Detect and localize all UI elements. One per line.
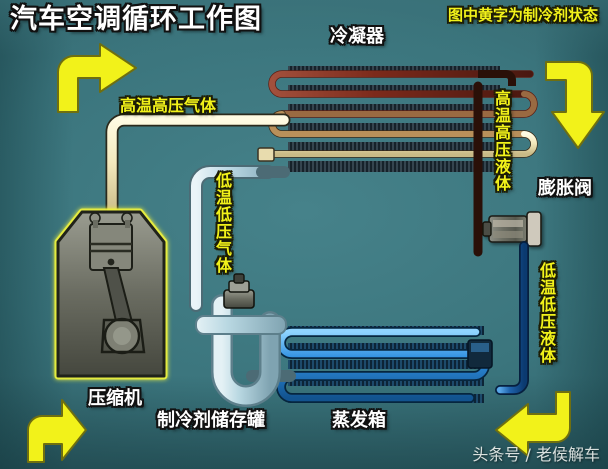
compressor-unit [54,208,168,380]
arrow-up-right-icon [57,43,137,113]
arrow-down-left-icon [495,391,571,457]
pipe-high-pressure-gas [105,113,291,222]
condenser-unit [257,66,538,172]
state-low-temp-low-pressure-liquid: 低温低压液体 [537,262,556,364]
state-high-temp-high-pressure-liquid: 高温高压液体 [492,90,511,192]
label-condenser: 冷凝器 [330,26,384,47]
state-high-temp-high-pressure-gas: 高温高压气体 [120,96,217,115]
legend-hint: 图中黄字为制冷剂状态 [447,6,598,24]
label-receiver-tank: 制冷剂储存罐 [157,410,265,431]
pipe-low-pressure-liquid [495,241,529,395]
pipe-high-pressure-liquid [473,70,516,257]
arrow-up-icon [27,399,87,463]
evaporator-unit [276,326,493,403]
label-expansion-valve: 膨胀阀 [538,178,592,199]
label-evaporator: 蒸发箱 [332,410,386,431]
state-low-temp-low-pressure-gas: 低温低压气体 [213,172,232,274]
label-compressor: 压缩机 [88,388,142,409]
page-title: 汽车空调循环工作图 [10,4,262,35]
arrow-right-down-icon [545,61,605,149]
watermark: 头条号 / 老侯解车 [472,445,600,464]
flow-arrows [27,43,605,463]
expansion-valve-unit [482,211,542,247]
receiver-tank-unit [195,273,287,407]
